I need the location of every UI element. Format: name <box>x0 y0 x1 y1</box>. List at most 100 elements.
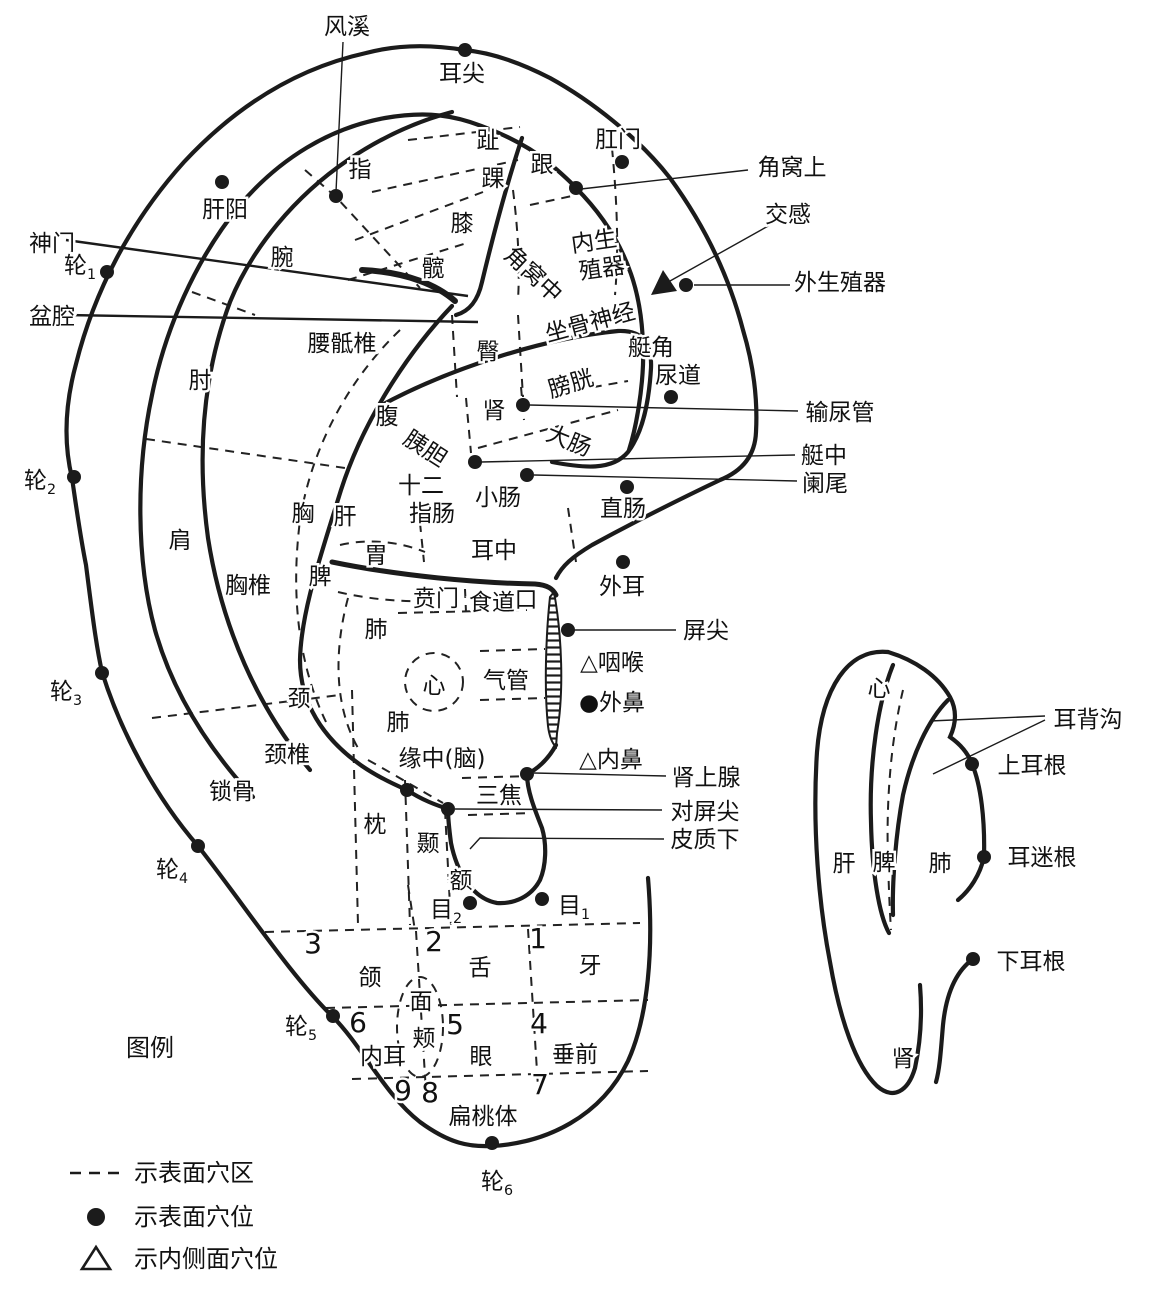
acupoint-zone-label: 腰骶椎 <box>308 331 377 357</box>
acupoint-zone-label: 输尿管 <box>806 400 875 426</box>
acupoint-zone-label: 颈 <box>288 686 311 712</box>
label-subscript: 2 <box>47 482 56 498</box>
acupoint-zone-label: 上耳根 <box>998 753 1067 779</box>
legend-item-label: 示表面穴区 <box>134 1159 254 1187</box>
acupoint-zone-label: 7 <box>531 1068 549 1101</box>
legend-title: 图例 <box>126 1034 174 1062</box>
surface-acupoint-dot <box>463 896 477 910</box>
acupoint-zone-label: 心 <box>868 676 891 702</box>
acupoint-zone-label: 对屏尖 <box>671 799 740 825</box>
legend-triangle-sample <box>79 1244 113 1271</box>
legend-item-label: 示内侧面穴位 <box>134 1245 278 1273</box>
acupoint-zone-label: 耳中 <box>471 538 517 564</box>
acupoint-zone-label: 气管 <box>483 668 529 694</box>
surface-acupoint-dot <box>441 802 455 816</box>
back-ear-groove-left <box>868 662 896 936</box>
acupoint-zone-label: 肾 <box>892 1046 915 1072</box>
surface-acupoint-dot <box>520 468 534 482</box>
antihelix-ridge-path <box>200 109 455 773</box>
acupoint-zone-label: 耳尖 <box>439 61 485 87</box>
acupoint-zone-label: 肩 <box>169 528 192 554</box>
surface-acupoint-dot <box>400 783 414 797</box>
cymba-sweep-path <box>377 328 654 469</box>
acupoint-zone-label: 颞 <box>417 831 440 857</box>
acupoint-zone-label: 扁桃体 <box>449 1104 518 1130</box>
acupoint-zone-label: 髋 <box>422 256 445 282</box>
label-subscript: 1 <box>87 267 96 283</box>
acupoint-zone-label: △咽喉 <box>580 650 644 676</box>
acupoint-zone-label: 9 <box>394 1074 412 1107</box>
acupoint-zone-label: 十二 <box>398 473 444 499</box>
acupoint-zone-label: 垂前 <box>552 1042 598 1068</box>
acupoint-zone-label: 脾 <box>309 564 332 590</box>
acupoint-zone-label: 内生 <box>569 226 618 258</box>
label-subscript: 1 <box>581 907 590 923</box>
acupoint-zone-label: 肺 <box>387 710 410 736</box>
surface-acupoint-dot <box>485 1136 499 1150</box>
acupoint-zone-label: 腕 <box>271 245 294 271</box>
acupoint-zone-label: 眼 <box>470 1044 493 1070</box>
acupoint-zone-label: 目1 <box>558 893 590 923</box>
leader-line <box>533 474 798 482</box>
acupoint-zone-label: 皮质下 <box>671 827 740 853</box>
leader-line <box>65 238 469 298</box>
acupoint-zone-label: 胸椎 <box>225 573 271 599</box>
acupoint-zone-label: 牙 <box>579 953 602 979</box>
acupoint-zone-label: 锁骨 <box>209 779 255 805</box>
acupoint-zone-label: 大肠 <box>542 421 594 462</box>
acupoint-zone-label: 4 <box>530 1007 548 1040</box>
acupoint-zone-label: 轮5 <box>285 1014 317 1044</box>
acupoint-zone-label: 食道 <box>469 590 515 616</box>
acupoint-zone-label: 贲门 <box>413 586 459 612</box>
surface-acupoint-dot <box>616 555 630 569</box>
leader-line <box>469 837 665 850</box>
surface-acupoint-dot <box>326 1009 340 1023</box>
acupoint-zone-label: ●外鼻 <box>579 690 645 716</box>
acupoint-zone-label: 心 <box>423 673 446 699</box>
acupoint-zone-label: 3 <box>304 927 322 960</box>
acupoint-markers-layer <box>67 43 991 1150</box>
acupoint-zone-label: 三焦 <box>476 783 522 809</box>
acupoint-zone-label: 风溪 <box>324 14 370 40</box>
acupoint-zone-label: 肾上腺 <box>672 765 741 791</box>
acupoint-zone-label: 口 <box>515 587 538 613</box>
acupoint-zone-label: 脾 <box>873 850 896 876</box>
zone-labels-layer: 风溪耳尖肛门角窝上交感外生殖器神门盆腔轮1轮2轮3轮4轮5轮6肝阳指腕肘肩锁骨腰… <box>21 12 1125 1202</box>
leader-lines-layer <box>65 41 1046 850</box>
acupoint-zone-label: 耳背沟 <box>1054 707 1123 733</box>
leader-line <box>335 41 344 193</box>
surface-acupoint-dot <box>965 757 979 771</box>
acupoint-zone-label: 屏尖 <box>683 618 729 644</box>
surface-acupoint-dot <box>100 265 114 279</box>
surface-acupoint-dot <box>516 398 530 412</box>
leader-line <box>454 808 663 811</box>
acupoint-zone-label: 肺 <box>365 617 388 643</box>
surface-acupoint-dot <box>458 43 472 57</box>
tragus-hatched-zone <box>544 589 563 750</box>
acupoint-zone-label: 颈椎 <box>264 742 310 768</box>
acupoint-zone-label: 肝 <box>833 851 856 877</box>
leader-line <box>65 313 479 324</box>
acupoint-zone-label: 颊 <box>413 1026 436 1052</box>
acupoint-zone-label: 殖器 <box>577 253 626 285</box>
acupoint-zone-label: 外生殖器 <box>794 270 886 296</box>
label-subscript: 5 <box>308 1028 317 1044</box>
back-ear-lower-root-curve <box>933 956 976 1085</box>
label-subscript: 2 <box>453 911 462 927</box>
acupoint-zone-label: 目2 <box>430 897 462 927</box>
surface-acupoint-dot <box>468 455 482 469</box>
acupoint-zone-label: △内鼻 <box>579 747 643 773</box>
acupoint-zone-label: 肛门 <box>595 127 641 153</box>
surface-acupoint-dot <box>215 175 229 189</box>
acupoint-zone-label: 胸 <box>292 501 315 527</box>
acupoint-zone-label: 角窝中 <box>499 242 567 308</box>
surface-acupoint-dot <box>67 470 81 484</box>
acupoint-zone-label: 趾 <box>477 128 500 154</box>
acupoint-zone-label: 膀胱 <box>545 365 597 403</box>
acupoint-zone-label: 跟 <box>531 152 554 178</box>
acupoint-zone-label: 神门 <box>29 231 75 257</box>
back-ear-outline-left <box>813 649 924 1095</box>
acupoint-zone-label: 5 <box>446 1008 464 1041</box>
leader-line <box>929 715 1046 722</box>
